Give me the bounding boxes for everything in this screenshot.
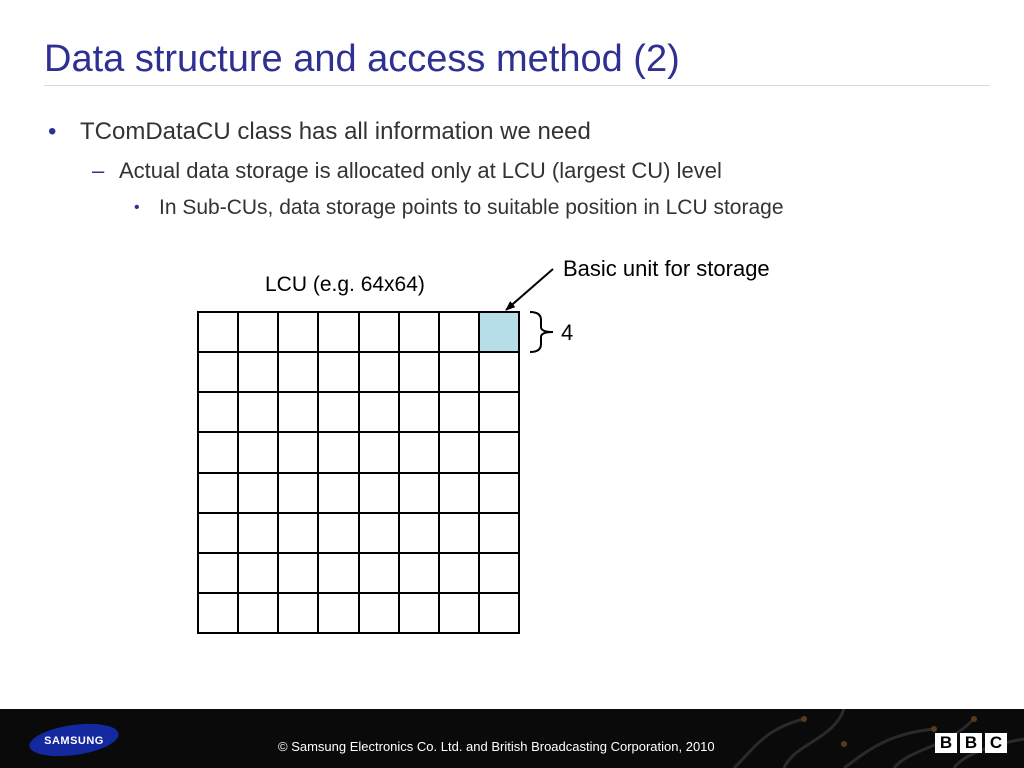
grid-cell [279,473,320,514]
dash-marker: – [92,158,105,183]
bullet-level3: • In Sub-CUs, data storage points to suit… [134,196,784,220]
grid-cell [319,353,360,394]
bullet-marker: • [48,118,57,145]
bbc-letter: B [960,733,982,753]
grid-cell [479,433,520,474]
grid-cell [439,593,480,634]
samsung-logo: SAMSUNG [29,723,119,757]
copyright-text: © Samsung Electronics Co. Ltd. and Briti… [278,739,715,754]
grid-cell [279,313,320,354]
bullet-level1-text: TComDataCU class has all information we … [80,118,591,145]
grid-cell [319,313,360,354]
grid-cell [479,553,520,594]
bullet-marker: • [134,199,140,216]
grid-cell [199,513,240,554]
bbc-letter: B [935,733,957,753]
grid-cell [239,313,280,354]
bullet-level2-text: Actual data storage is allocated only at… [119,158,722,183]
samsung-logo-text: SAMSUNG [44,735,104,747]
bullet-level1: • TComDataCU class has all information we… [48,118,591,146]
grid-cell [399,593,440,634]
storage-unit-label: Basic unit for storage [563,256,770,281]
grid-cell [399,353,440,394]
decorative-circuit-art [732,709,1024,768]
bbc-letter: C [985,733,1007,753]
grid-cell [439,393,480,434]
grid-cell [239,393,280,434]
grid-cell [359,593,400,634]
unit-size-label: 4 [561,320,574,345]
grid-cell [439,553,480,594]
grid-cell [199,393,240,434]
grid-cell [439,473,480,514]
lcu-label: LCU (e.g. 64x64) [265,273,425,296]
grid-cell [279,433,320,474]
grid-cell [239,473,280,514]
size-brace [529,311,554,353]
grid-cell [479,353,520,394]
grid-cell [319,393,360,434]
grid-cell [359,473,400,514]
grid-cell [319,553,360,594]
grid-cell [319,593,360,634]
grid-cell [279,513,320,554]
grid-cell [239,593,280,634]
bbc-logo: B B C [935,733,1007,753]
grid-cell [279,353,320,394]
slide-title: Data structure and access method (2) [44,38,680,80]
grid-cell [399,553,440,594]
grid-cell [199,313,240,354]
grid-cell [399,393,440,434]
grid-cell [239,553,280,594]
lcu-grid [197,311,520,634]
title-divider [44,85,990,86]
grid-cell [439,513,480,554]
diagram-annotations [505,268,554,353]
grid-cell [479,513,520,554]
grid-cell [359,513,400,554]
footer-bar: SAMSUNG © Samsung Electronics Co. Ltd. a… [0,709,1024,768]
grid-cell [479,593,520,634]
grid-cell [199,553,240,594]
grid-cell [399,473,440,514]
grid-cell [399,513,440,554]
grid-cell [439,313,480,354]
grid-cell [279,553,320,594]
grid-cell [439,353,480,394]
grid-cell [239,513,280,554]
grid-cell [479,473,520,514]
grid-cell [359,393,400,434]
grid-cell [319,473,360,514]
grid-cell [359,553,400,594]
storage-unit-cell [479,313,520,354]
grid-cell [199,433,240,474]
grid-cell [479,393,520,434]
grid-cell [359,433,400,474]
grid-cell [359,353,400,394]
grid-cell [239,353,280,394]
grid-cell [439,433,480,474]
grid-cell [319,513,360,554]
pointer-arrow [505,268,554,311]
bullet-level3-text: In Sub-CUs, data storage points to suita… [159,196,784,219]
grid-cell [319,433,360,474]
grid-cell [279,593,320,634]
grid-cell [399,433,440,474]
grid-cell [279,393,320,434]
grid-cell [199,593,240,634]
grid-cell [239,433,280,474]
grid-cell [199,353,240,394]
grid-cell [359,313,400,354]
grid-cell [399,313,440,354]
bullet-level2: –Actual data storage is allocated only a… [92,158,722,184]
grid-cell [199,473,240,514]
